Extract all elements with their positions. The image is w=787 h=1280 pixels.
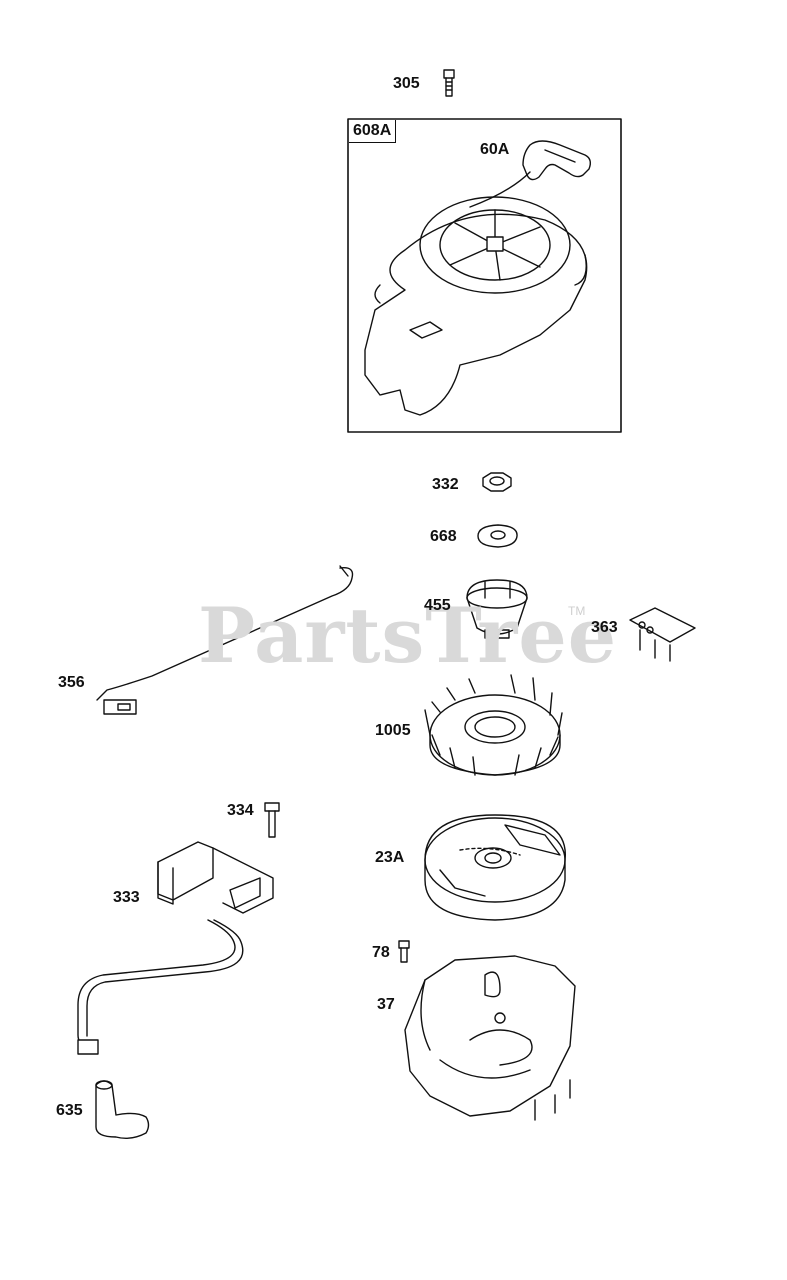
- assembly-box-608A: [347, 118, 622, 433]
- part-label-332[interactable]: 332: [432, 476, 459, 493]
- part-label-60A[interactable]: 60A: [480, 141, 510, 158]
- washer-668-icon[interactable]: [477, 524, 518, 548]
- spark-plug-boot-635-icon[interactable]: [95, 1080, 150, 1140]
- part-label-363[interactable]: 363: [591, 619, 618, 636]
- ignition-armature-333-icon[interactable]: [77, 841, 274, 1055]
- flywheel-23A-icon[interactable]: [424, 814, 566, 921]
- part-label-356[interactable]: 356: [58, 674, 85, 691]
- screw-334-icon[interactable]: [264, 802, 280, 838]
- part-label-334[interactable]: 334: [227, 802, 254, 819]
- part-label-1005[interactable]: 1005: [375, 722, 411, 739]
- part-label-305[interactable]: 305: [393, 75, 420, 92]
- screw-78-icon[interactable]: [398, 940, 410, 963]
- starter-handle-60A-icon[interactable]: [469, 140, 592, 208]
- assembly-box-label: 608A: [349, 120, 397, 143]
- bracket-363-icon[interactable]: [629, 607, 696, 662]
- part-label-37[interactable]: 37: [377, 996, 395, 1013]
- watermark-text: PartsTree: [198, 591, 618, 680]
- bolt-305-icon[interactable]: [443, 69, 455, 97]
- hex-nut-332-icon[interactable]: [482, 472, 512, 492]
- part-label-333[interactable]: 333: [113, 889, 140, 906]
- fan-1005-icon[interactable]: [424, 674, 563, 776]
- blower-housing-37-icon[interactable]: [404, 955, 576, 1121]
- ground-wire-356-icon[interactable]: [96, 565, 354, 715]
- trademark-mark: TM: [568, 604, 586, 618]
- part-label-23A[interactable]: 23A: [375, 849, 405, 866]
- part-label-455[interactable]: 455: [424, 597, 451, 614]
- recoil-starter-icon[interactable]: [364, 196, 588, 416]
- part-label-668[interactable]: 668: [430, 528, 457, 545]
- part-label-635[interactable]: 635: [56, 1102, 83, 1119]
- part-label-78[interactable]: 78: [372, 944, 390, 961]
- starter-cup-455-icon[interactable]: [466, 579, 528, 639]
